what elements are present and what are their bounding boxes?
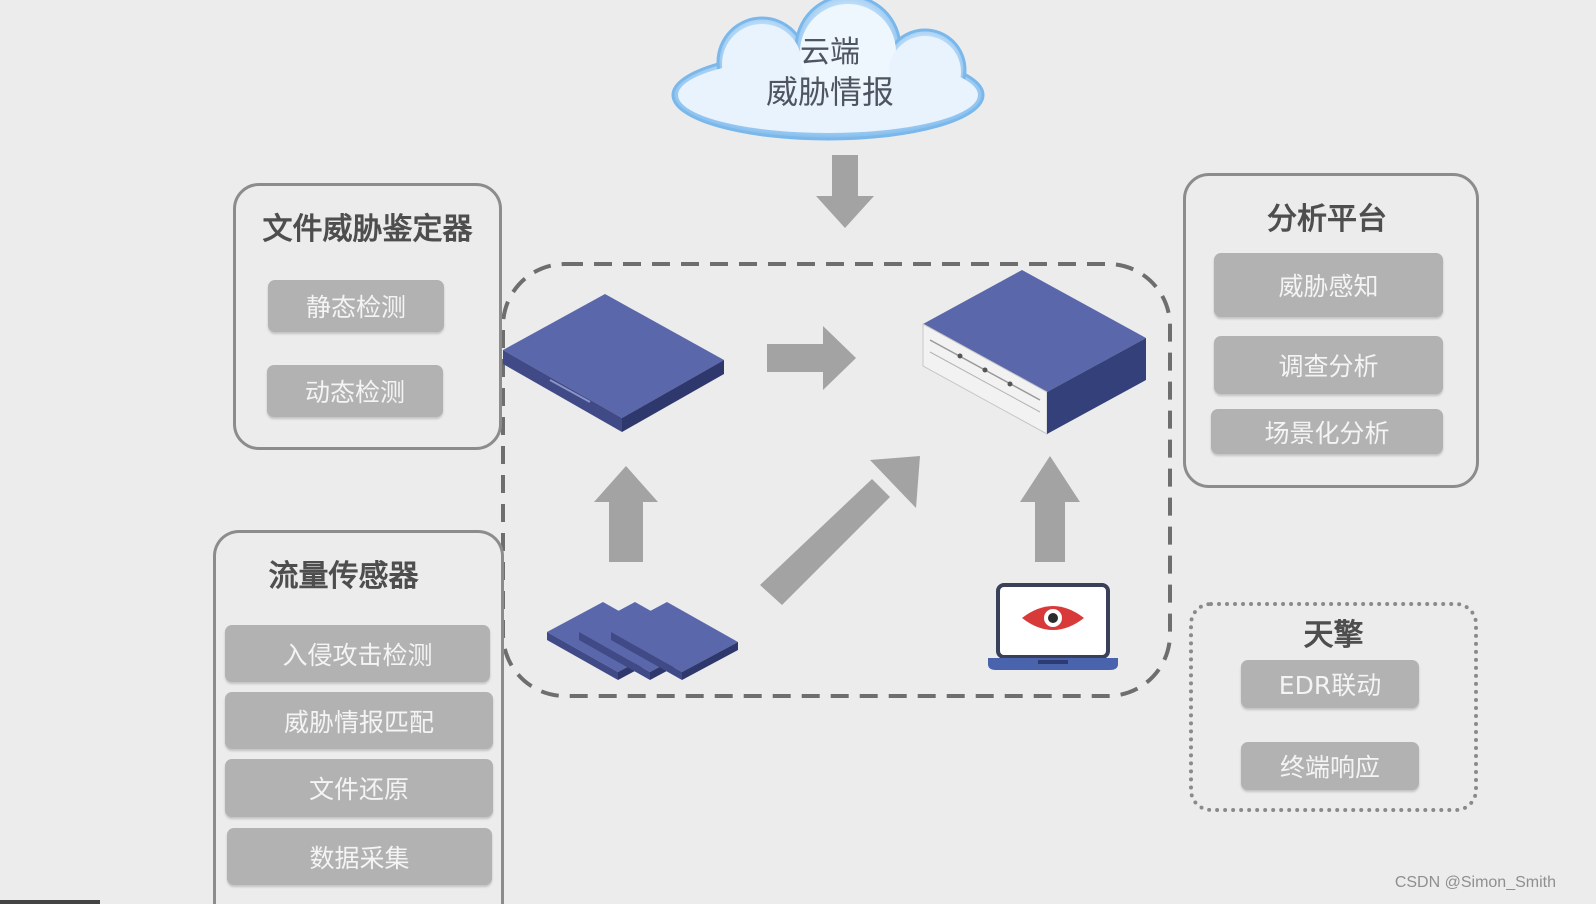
- traffic-sensor-panel: 流量传感器 入侵攻击检测 威胁情报匹配 文件还原 数据采集: [213, 530, 504, 904]
- file-threat-panel: 文件威胁鉴定器 静态检测 动态检测: [233, 183, 502, 450]
- tianqing-panel: 天擎 EDR联动 终端响应: [1189, 602, 1478, 812]
- analysis-platform-panel: 分析平台 威胁感知 调查分析 场景化分析: [1183, 173, 1479, 488]
- analysis-platform-title: 分析平台: [1267, 202, 1387, 237]
- threat-intel-match-pill: 威胁情报匹配: [225, 692, 493, 749]
- arrow-right-icon: [767, 326, 856, 390]
- edge-mark: [0, 900, 100, 904]
- cloud-label: 云端 威胁情报: [740, 34, 920, 112]
- watermark: CSDN @Simon_Smith: [1394, 874, 1556, 891]
- investigation-analysis-pill: 调查分析: [1214, 336, 1443, 394]
- intrusion-detection-pill: 入侵攻击检测: [225, 625, 490, 682]
- server-chassis-icon: [922, 270, 1146, 435]
- file-threat-title: 文件威胁鉴定器: [262, 212, 473, 247]
- dashed-enclosure: [501, 262, 1172, 698]
- threat-perception-pill: 威胁感知: [1214, 253, 1443, 317]
- endpoint-response-pill: 终端响应: [1241, 742, 1419, 790]
- cloud-label-line2: 威胁情报: [765, 73, 894, 111]
- arrow-up-right-icon: [1020, 456, 1080, 562]
- arrow-diagonal-icon: [760, 456, 920, 605]
- scenario-analysis-pill: 场景化分析: [1211, 409, 1443, 454]
- appliance-device-icon: [503, 294, 724, 432]
- sensor-stack-icon: [547, 602, 738, 680]
- file-restore-pill: 文件还原: [225, 759, 493, 817]
- cloud-label-line1: 云端: [800, 35, 860, 70]
- traffic-sensor-title: 流量传感器: [268, 559, 419, 594]
- arrow-down-icon: [816, 155, 874, 228]
- laptop-eye-icon: [988, 583, 1118, 670]
- cloud-icon: [671, 0, 985, 141]
- edr-linkage-pill: EDR联动: [1241, 660, 1419, 708]
- arrow-up-left-icon: [594, 466, 658, 562]
- static-detection-pill: 静态检测: [268, 280, 444, 332]
- dynamic-detection-pill: 动态检测: [267, 365, 443, 417]
- tianqing-title: 天擎: [1303, 618, 1364, 653]
- data-collection-pill: 数据采集: [227, 828, 492, 885]
